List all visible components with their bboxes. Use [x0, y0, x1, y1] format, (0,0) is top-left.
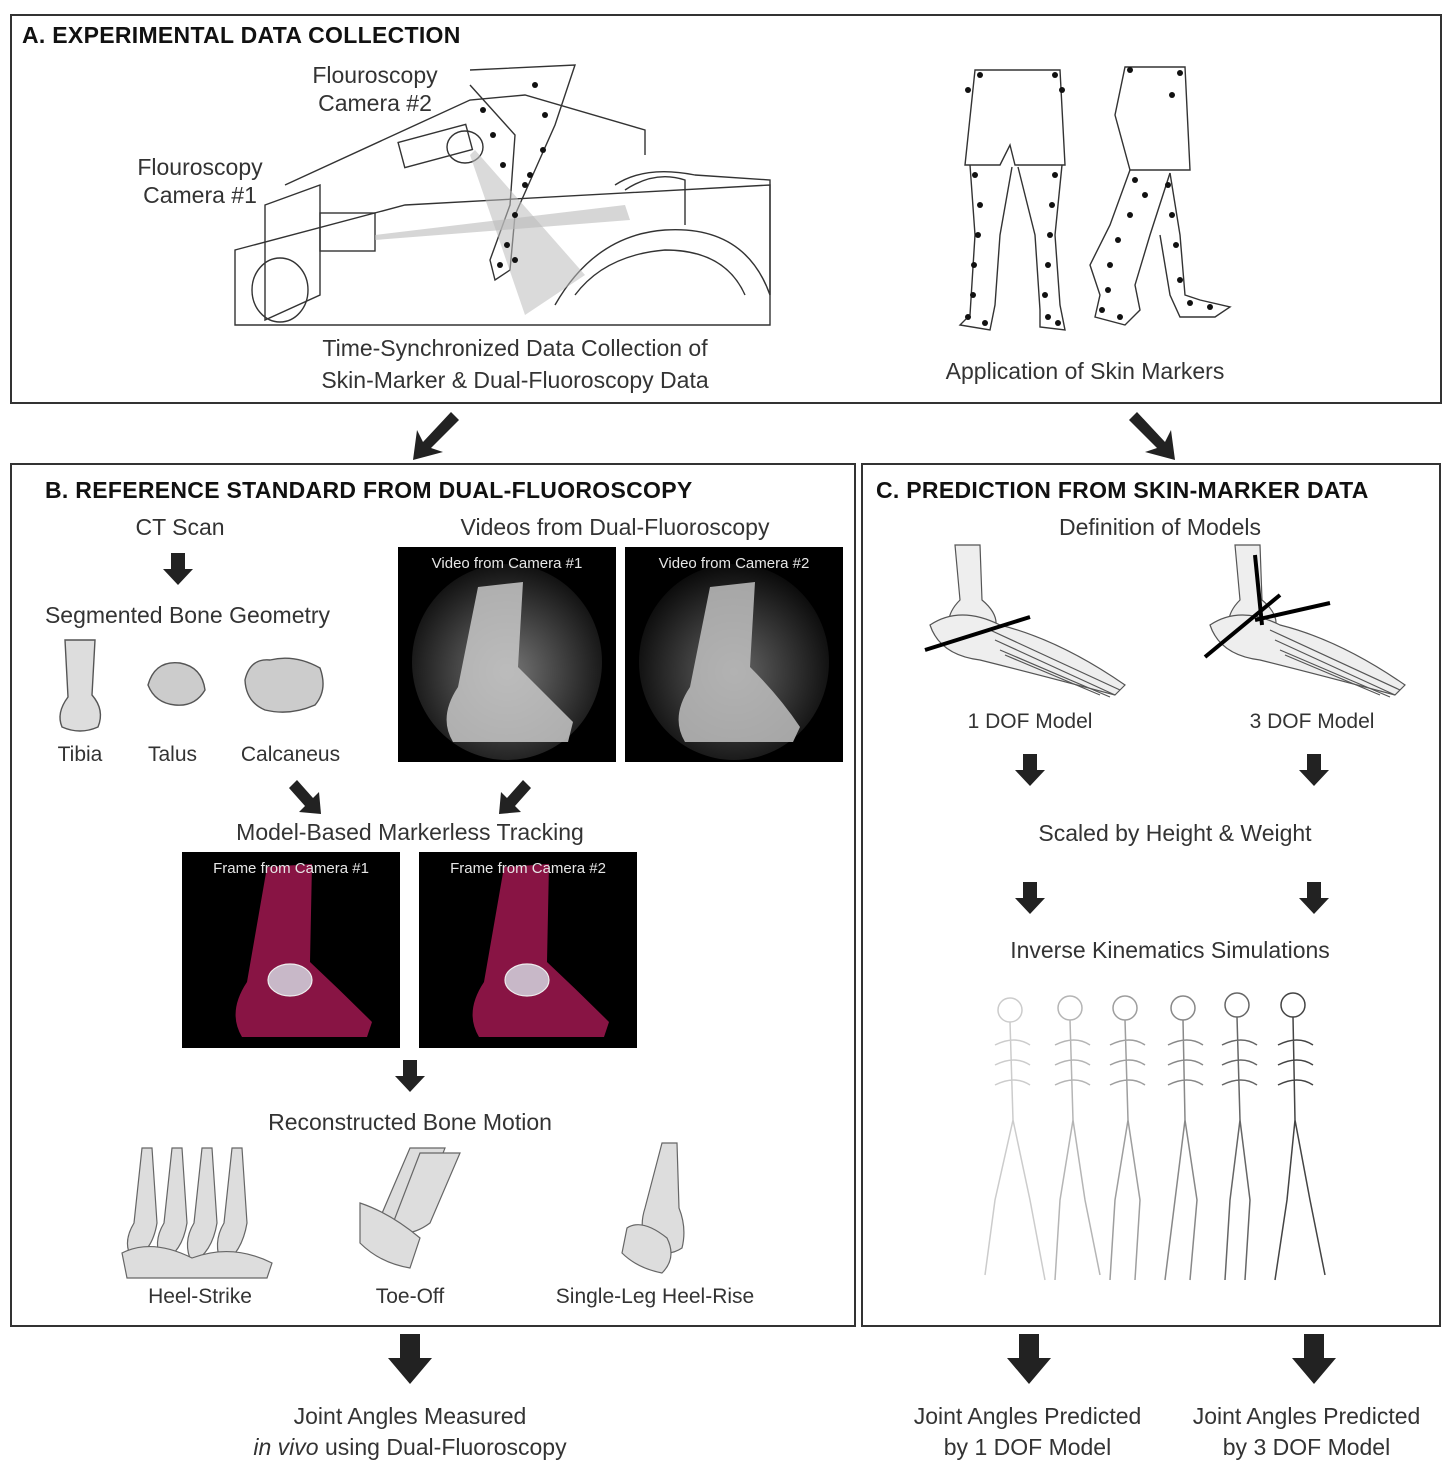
bone-label-talus: Talus: [130, 743, 215, 767]
video1-caption: Video from Camera #1: [398, 555, 616, 572]
arrow-videos-to-tracking: [495, 778, 535, 818]
bone-label-tibia: Tibia: [40, 743, 120, 767]
ik-label: Inverse Kinematics Simulations: [960, 935, 1380, 966]
toe-off-bones: [350, 1143, 480, 1283]
arrow-ct-down: [160, 551, 196, 587]
videos-heading: Videos from Dual-Fluoroscopy: [415, 512, 815, 543]
calcaneus-icon: [240, 650, 330, 720]
setup-caption-line2: Skin-Marker & Dual-Fluoroscopy Data: [215, 365, 815, 396]
camera1-label-line1: Flouroscopy: [125, 152, 275, 183]
camera2-label-line2: Camera #2: [300, 88, 450, 119]
pred1-output-line1: Joint Angles Predicted: [880, 1401, 1175, 1432]
in-vivo-italic: in vivo: [253, 1434, 318, 1460]
arrow-a-to-b: [403, 404, 463, 464]
skin-markers-caption: Application of Skin Markers: [900, 356, 1270, 387]
arrow-model1-down-2: [1012, 880, 1048, 916]
motion-label-heel-rise: Single-Leg Heel-Rise: [525, 1285, 785, 1309]
model3-label: 3 DOF Model: [1222, 710, 1402, 734]
talus-icon: [140, 655, 210, 715]
skin-marker-legs-illustration: [940, 55, 1240, 335]
measured-output-rest: using Dual-Fluoroscopy: [319, 1434, 567, 1460]
reconstructed-label: Reconstructed Bone Motion: [210, 1107, 610, 1138]
measured-output-line2: in vivo using Dual-Fluoroscopy: [210, 1432, 610, 1463]
arrow-c3-output: [1290, 1332, 1338, 1386]
frame-camera2: Frame from Camera #2: [419, 852, 637, 1048]
arrow-c1-output: [1005, 1332, 1053, 1386]
video2-caption: Video from Camera #2: [625, 555, 843, 572]
measured-output-line1: Joint Angles Measured: [210, 1401, 610, 1432]
camera2-label-line1: Flouroscopy: [300, 60, 450, 91]
panel-b-title: B. REFERENCE STANDARD FROM DUAL-FLUOROSC…: [45, 477, 693, 504]
ct-scan-label: CT Scan: [95, 512, 265, 543]
motion-label-toe-off: Toe-Off: [345, 1285, 475, 1309]
setup-caption-line1: Time-Synchronized Data Collection of: [215, 333, 815, 364]
pred3-output-line1: Joint Angles Predicted: [1170, 1401, 1443, 1432]
walking-skeletons-illustration: [975, 990, 1355, 1290]
bone-label-calcaneus: Calcaneus: [228, 743, 353, 767]
motion-label-heel-strike: Heel-Strike: [110, 1285, 290, 1309]
panel-a-title: A. EXPERIMENTAL DATA COLLECTION: [22, 22, 461, 49]
arrow-bones-to-tracking: [285, 778, 325, 818]
video-camera2: Video from Camera #2: [625, 547, 843, 762]
panel-c-title: C. PREDICTION FROM SKIN-MARKER DATA: [876, 477, 1369, 504]
tibia-icon: [50, 635, 110, 735]
arrow-model3-down-2: [1296, 880, 1332, 916]
pred3-output-line2: by 3 DOF Model: [1170, 1432, 1443, 1463]
three-dof-foot-model: [1200, 545, 1410, 705]
heel-rise-bones: [607, 1138, 697, 1278]
arrow-model3-down-1: [1296, 752, 1332, 788]
arrow-a-to-c: [1125, 404, 1185, 464]
arrow-b-output: [386, 1332, 434, 1386]
pred1-output-line2: by 1 DOF Model: [880, 1432, 1175, 1463]
scaled-label: Scaled by Height & Weight: [970, 818, 1380, 849]
one-dof-foot-model: [920, 545, 1130, 705]
camera1-label-line2: Camera #1: [125, 180, 275, 211]
frame-camera1: Frame from Camera #1: [182, 852, 400, 1048]
arrow-tracking-to-motion: [392, 1058, 428, 1094]
model1-label: 1 DOF Model: [940, 710, 1120, 734]
segmented-bone-label: Segmented Bone Geometry: [15, 600, 360, 631]
tracking-label: Model-Based Markerless Tracking: [180, 817, 640, 848]
arrow-model1-down-1: [1012, 752, 1048, 788]
heel-strike-bones: [112, 1143, 282, 1283]
video-camera1: Video from Camera #1: [398, 547, 616, 762]
definition-label: Definition of Models: [960, 512, 1360, 543]
frame2-caption: Frame from Camera #2: [419, 860, 637, 877]
frame1-caption: Frame from Camera #1: [182, 860, 400, 877]
